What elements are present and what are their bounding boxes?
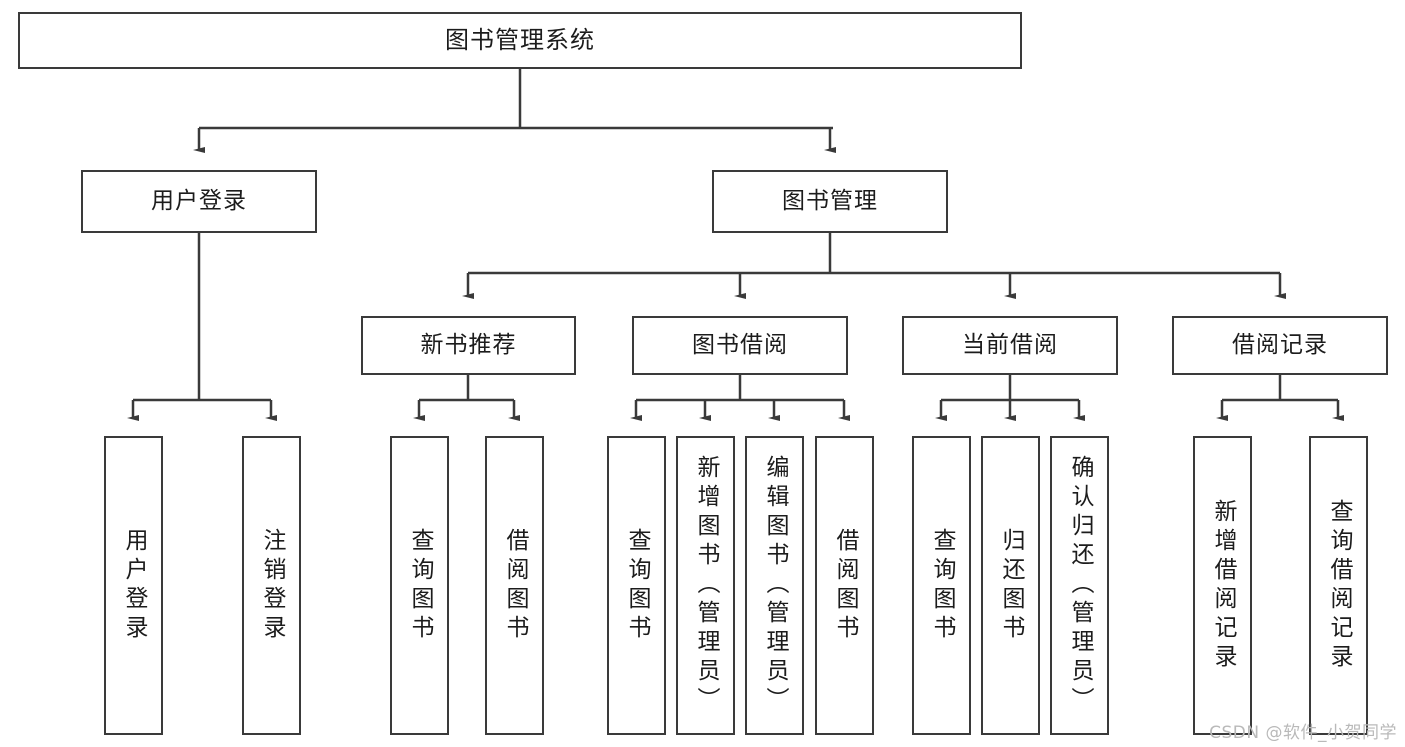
csdn-watermark: CSDN @软件_小贺同学 — [1209, 723, 1397, 743]
node-new-book-recommend[interactable]: 新书推荐 — [361, 316, 576, 375]
node-label: 图书借阅 — [692, 331, 788, 358]
leaf-borrow-book-2[interactable]: 借阅图书 — [815, 436, 874, 735]
node-label: 查询借阅记录 — [1326, 498, 1352, 673]
node-root-system[interactable]: 图书管理系统 — [18, 12, 1022, 69]
node-label: 查询图书 — [407, 527, 433, 644]
leaf-query-book-2[interactable]: 查询图书 — [607, 436, 666, 735]
node-label: 用户登录 — [121, 527, 147, 644]
leaf-return-book[interactable]: 归还图书 — [981, 436, 1040, 735]
node-label: 新增借阅记录 — [1210, 498, 1236, 673]
node-label: 编辑图书（管理员） — [762, 455, 788, 716]
leaf-query-book-3[interactable]: 查询图书 — [912, 436, 971, 735]
node-label: 借阅图书 — [502, 527, 528, 644]
node-label: 当前借阅 — [962, 331, 1058, 358]
leaf-confirm-return[interactable]: 确认归还（管理员） — [1050, 436, 1109, 735]
node-label: 借阅记录 — [1232, 331, 1328, 358]
node-label: 注销登录 — [259, 527, 285, 644]
leaf-add-record[interactable]: 新增借阅记录 — [1193, 436, 1252, 735]
leaf-query-record[interactable]: 查询借阅记录 — [1309, 436, 1368, 735]
node-current-borrow[interactable]: 当前借阅 — [902, 316, 1118, 375]
node-label: 确认归还（管理员） — [1067, 455, 1093, 716]
node-borrow-record[interactable]: 借阅记录 — [1172, 316, 1388, 375]
node-book-manage[interactable]: 图书管理 — [712, 170, 948, 233]
leaf-query-book-1[interactable]: 查询图书 — [390, 436, 449, 735]
node-label: 图书管理 — [782, 187, 878, 214]
leaf-edit-book[interactable]: 编辑图书（管理员） — [745, 436, 804, 735]
node-book-borrow[interactable]: 图书借阅 — [632, 316, 848, 375]
node-label: 用户登录 — [151, 187, 247, 214]
leaf-logout-login[interactable]: 注销登录 — [242, 436, 301, 735]
node-user-login[interactable]: 用户登录 — [81, 170, 317, 233]
node-label: 新书推荐 — [420, 331, 517, 358]
leaf-add-book[interactable]: 新增图书（管理员） — [676, 436, 735, 735]
node-label: 借阅图书 — [832, 527, 858, 644]
node-label: 图书管理系统 — [445, 26, 595, 55]
node-label: 新增图书（管理员） — [693, 455, 719, 716]
node-label: 查询图书 — [624, 527, 650, 644]
node-label: 归还图书 — [998, 527, 1024, 644]
leaf-borrow-book-1[interactable]: 借阅图书 — [485, 436, 544, 735]
leaf-user-login[interactable]: 用户登录 — [104, 436, 163, 735]
node-label: 查询图书 — [929, 527, 955, 644]
